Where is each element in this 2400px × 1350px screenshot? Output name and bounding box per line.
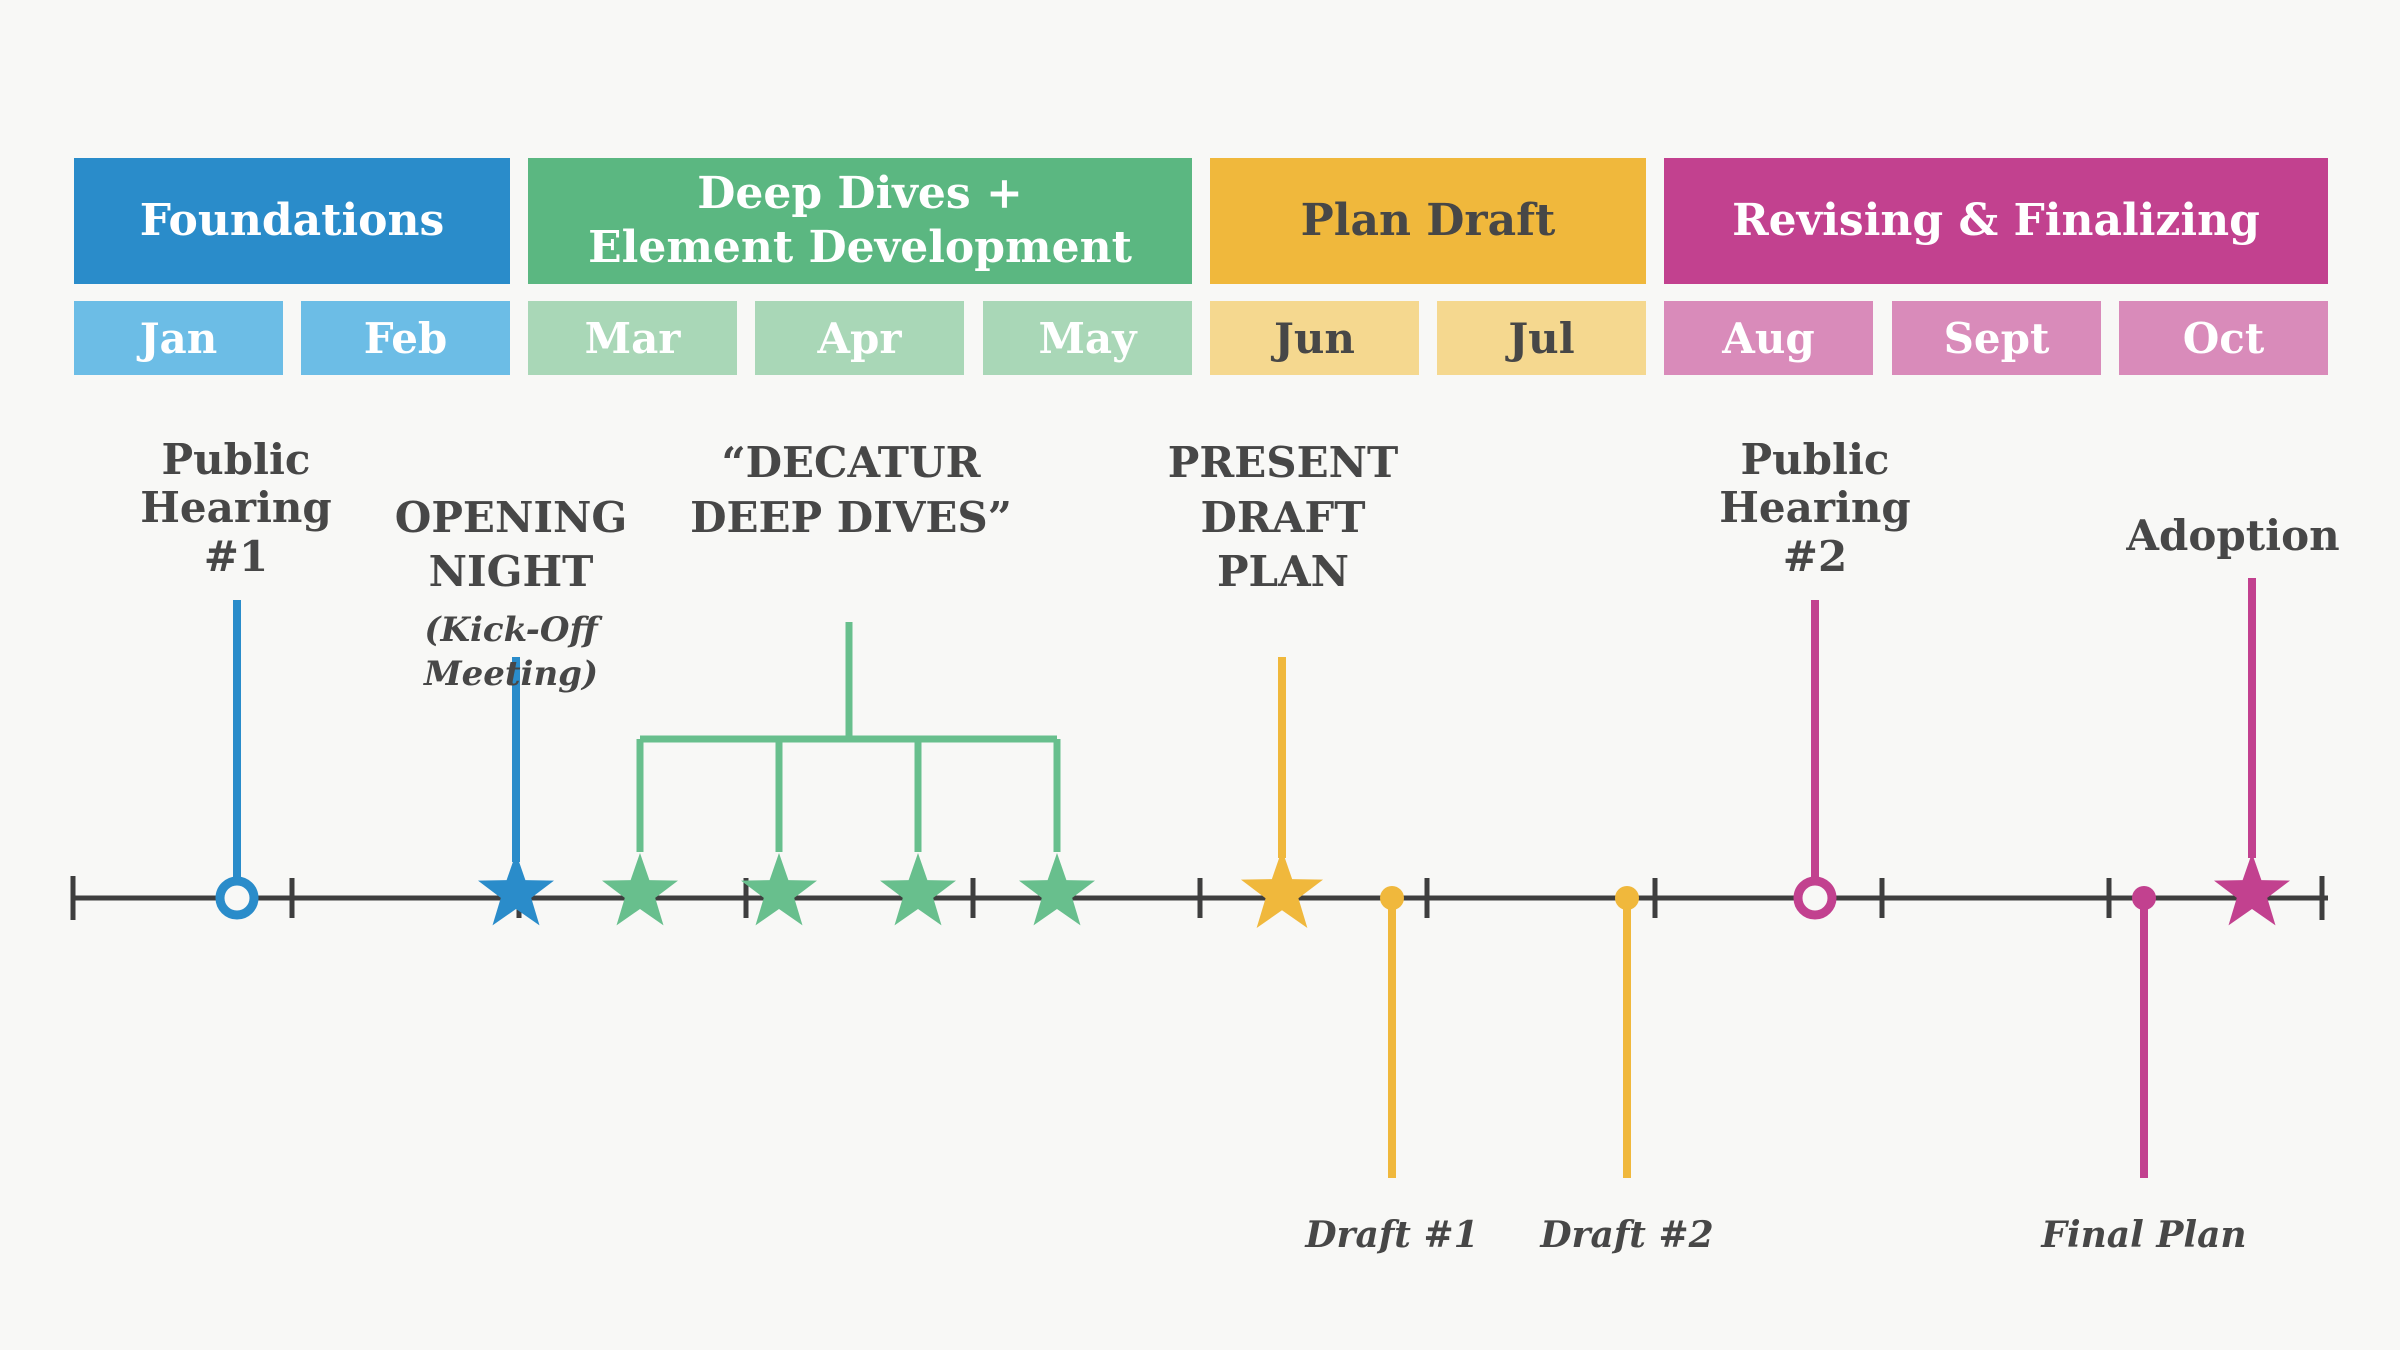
label-adoption: Adoption (2126, 511, 2340, 560)
phase-plan-draft: Plan Draft (1210, 158, 1646, 284)
month-aug: Aug (1664, 301, 1873, 375)
deep-dive-star-icon-3 (880, 853, 956, 926)
draft-2-dot-icon (1615, 886, 1639, 910)
adoption-star-icon (2214, 853, 2290, 926)
deep-dive-star-icon-2 (741, 853, 817, 926)
month-oct: Oct (2119, 301, 2328, 375)
draft-1-dot-icon (1380, 886, 1404, 910)
label-opening-night-title: OPENING NIGHT (394, 492, 628, 597)
label-decatur-deep-dives: “DECATUR DEEP DIVES” (690, 438, 1012, 542)
phase-revising-finalizing: Revising & Finalizing (1664, 158, 2328, 284)
month-mar: Mar (528, 301, 737, 375)
phase-deep-dives: Deep Dives + Element Development (528, 158, 1192, 284)
label-kick-off-meeting: (Kick-Off Meeting) (423, 609, 599, 694)
month-apr: Apr (755, 301, 964, 375)
month-jul: Jul (1437, 301, 1646, 375)
phase-foundations: Foundations (74, 158, 510, 284)
month-may: May (983, 301, 1192, 375)
month-jun: Jun (1210, 301, 1419, 375)
label-final-plan: Final Plan (2041, 1214, 2247, 1256)
final-plan-dot-icon (2132, 886, 2156, 910)
label-public-hearing-2: Public Hearing #2 (1719, 435, 1911, 581)
public-hearing-2-circle-icon (1793, 876, 1837, 920)
deep-dives-stars (602, 853, 1095, 926)
deep-dives-bracket (636, 622, 1061, 852)
deep-dive-star-icon-4 (1019, 853, 1095, 926)
timeline-ticks (70, 876, 2325, 920)
label-opening-night: OPENING NIGHT (Kick-Off Meeting) (395, 436, 627, 751)
month-sept: Sept (1892, 301, 2101, 375)
opening-night-star-icon (478, 853, 554, 926)
public-hearing-1-circle-icon (215, 876, 259, 920)
month-jan: Jan (74, 301, 283, 375)
label-draft-1: Draft #1 (1305, 1214, 1479, 1256)
present-draft-star-icon (1240, 849, 1324, 928)
label-present-draft-plan: PRESENT DRAFT PLAN (1167, 438, 1399, 597)
month-feb: Feb (301, 301, 510, 375)
label-draft-2: Draft #2 (1540, 1214, 1714, 1256)
deep-dive-star-icon-1 (602, 853, 678, 926)
label-public-hearing-1: Public Hearing #1 (140, 435, 332, 581)
